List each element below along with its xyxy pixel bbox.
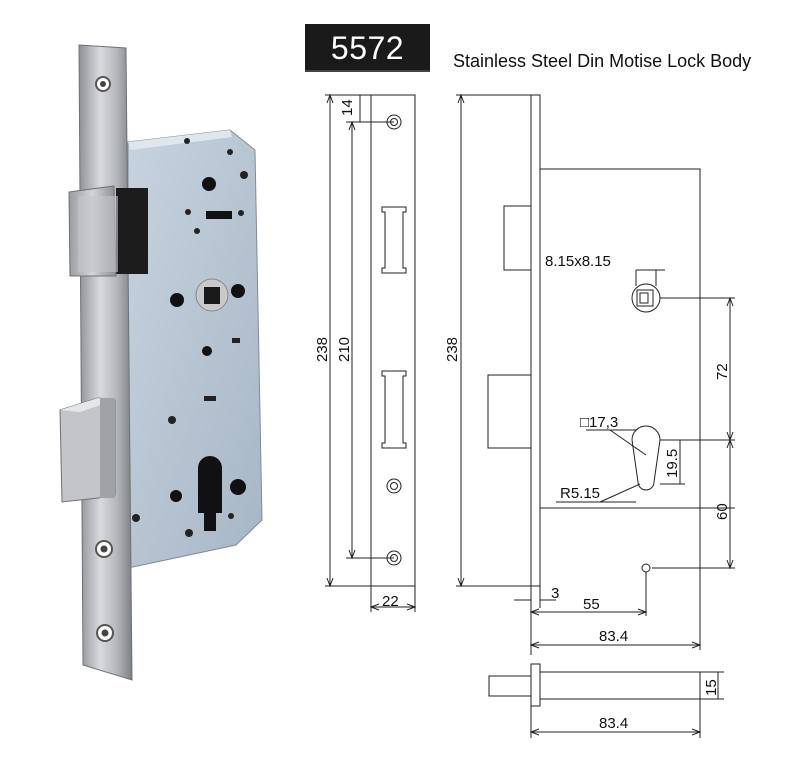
faceplate-outline	[370, 94, 416, 587]
dim-cylinder-offset: 19.5	[664, 449, 681, 478]
body-side-outline	[530, 94, 541, 587]
dim-body-depth: 83.4	[599, 628, 628, 645]
dim-body-length: 238	[444, 337, 461, 362]
dim-cylinder-square: □17,3	[580, 414, 618, 431]
dim-backset: 55	[583, 596, 600, 613]
dim-faceplate-thickness: 3	[551, 585, 559, 602]
dim-hole-spacing: 210	[336, 337, 353, 362]
dim-spindle-square: 8.15x8.15	[545, 253, 611, 270]
lock-case	[127, 129, 263, 569]
dim-bottom-depth: 83.4	[599, 715, 628, 732]
dim-bottom-height: 15	[703, 679, 720, 696]
latch-bolt	[68, 185, 148, 277]
dim-spindle-to-cylinder: 72	[714, 363, 731, 380]
dim-faceplate-width: 22	[382, 593, 399, 610]
dead-bolt	[59, 397, 116, 503]
product-title: Stainless Steel Din Motise Lock Body	[453, 51, 752, 71]
bottom-view-outline	[530, 663, 541, 707]
dim-cylinder-to-bottom: 60	[714, 503, 731, 520]
dim-top-hole-offset: 14	[339, 99, 356, 116]
model-number-badge: 5572	[305, 24, 430, 72]
dim-cylinder-radius: R5.15	[560, 485, 600, 502]
dim-faceplate-length: 238	[314, 337, 331, 362]
